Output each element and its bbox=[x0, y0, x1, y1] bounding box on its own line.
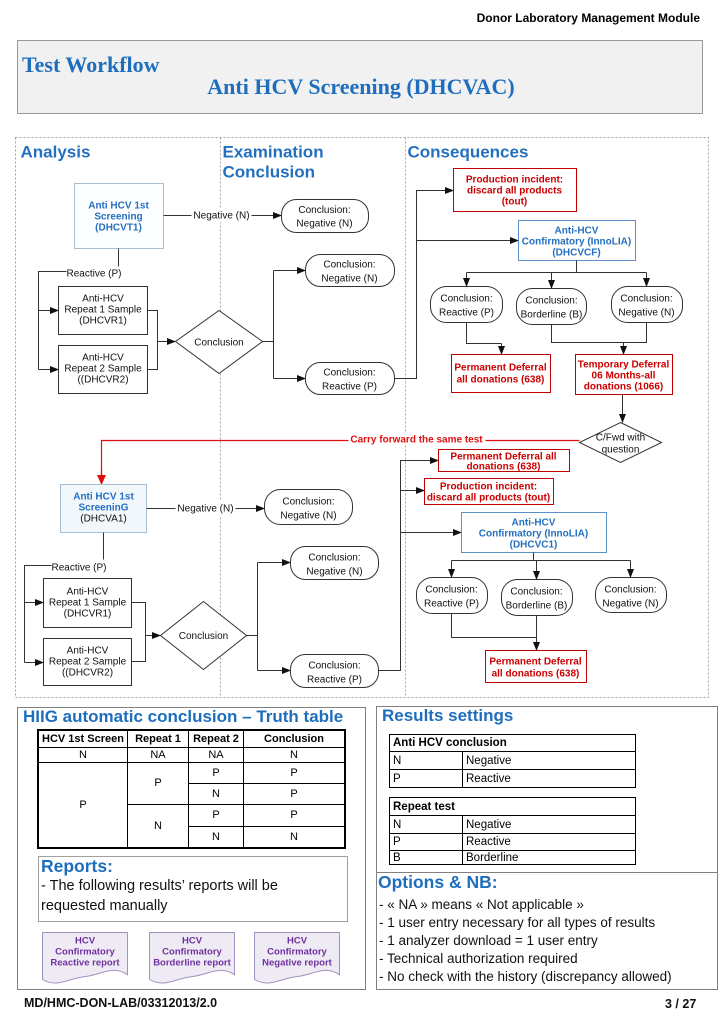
svg-text:donations (1066): donations (1066) bbox=[584, 382, 663, 393]
svg-text:all donations (638): all donations (638) bbox=[492, 669, 580, 680]
svg-text:Anti-HCV: Anti-HCV bbox=[67, 587, 109, 598]
svg-text:Negative (N): Negative (N) bbox=[280, 511, 336, 522]
svg-text:Negative (N): Negative (N) bbox=[193, 211, 249, 222]
svg-text:Conclusion:: Conclusion: bbox=[510, 587, 562, 598]
svg-text:Screening: Screening bbox=[94, 212, 142, 223]
svg-text:donations (638): donations (638) bbox=[467, 462, 541, 473]
svg-text:Temporary Deferral: Temporary Deferral bbox=[578, 360, 670, 371]
svg-text:Conclusion:: Conclusion: bbox=[440, 294, 492, 305]
svg-text:Conclusion:: Conclusion: bbox=[323, 368, 375, 379]
svg-text:Anti-HCV: Anti-HCV bbox=[555, 226, 599, 237]
svg-text:Repeat 2 Sample: Repeat 2 Sample bbox=[49, 657, 127, 668]
svg-text:Negative (N): Negative (N) bbox=[321, 274, 377, 285]
svg-text:(DHCVR1): (DHCVR1) bbox=[64, 609, 112, 620]
svg-text:Permanent Deferral all: Permanent Deferral all bbox=[450, 452, 556, 463]
svg-text:Permanent Deferral: Permanent Deferral bbox=[489, 657, 581, 668]
svg-text:Confirmatory: Confirmatory bbox=[162, 947, 222, 958]
svg-text:Repeat 2 Sample: Repeat 2 Sample bbox=[64, 364, 142, 375]
svg-text:Anti-HCV: Anti-HCV bbox=[82, 353, 124, 364]
svg-text:Analysis: Analysis bbox=[21, 143, 91, 162]
svg-text:HCV: HCV bbox=[182, 936, 203, 947]
svg-text:((DHCVR2): ((DHCVR2) bbox=[77, 375, 128, 386]
svg-text:Anti-HCV: Anti-HCV bbox=[82, 294, 124, 305]
svg-text:Permanent Deferral: Permanent Deferral bbox=[454, 363, 546, 374]
svg-text:Conclusion:: Conclusion: bbox=[308, 553, 360, 564]
svg-text:Carry forward the same test: Carry forward the same test bbox=[350, 435, 483, 446]
svg-text:Negative (N): Negative (N) bbox=[296, 219, 352, 230]
svg-text:Repeat 1 Sample: Repeat 1 Sample bbox=[49, 598, 127, 609]
svg-text:Borderline report: Borderline report bbox=[153, 958, 231, 969]
svg-text:Negative (N): Negative (N) bbox=[618, 308, 674, 319]
svg-text:Anti HCV 1st: Anti HCV 1st bbox=[73, 492, 134, 503]
svg-text:Reactive (P): Reactive (P) bbox=[439, 308, 494, 319]
svg-text:all donations (638): all donations (638) bbox=[457, 375, 545, 386]
svg-text:Anti-HCV: Anti-HCV bbox=[67, 646, 109, 657]
svg-text:Anti-HCV: Anti-HCV bbox=[512, 518, 556, 529]
svg-text:discard all products (tout): discard all products (tout) bbox=[427, 493, 550, 504]
svg-text:HCV: HCV bbox=[75, 936, 96, 947]
svg-text:Conclusion:: Conclusion: bbox=[525, 296, 577, 307]
svg-text:question: question bbox=[602, 445, 640, 456]
svg-text:(DHCVR1): (DHCVR1) bbox=[79, 316, 127, 327]
svg-text:Confirmatory (InnoLIA): Confirmatory (InnoLIA) bbox=[479, 529, 588, 540]
svg-text:HCV: HCV bbox=[287, 936, 308, 947]
svg-text:Reactive (P): Reactive (P) bbox=[424, 599, 479, 610]
svg-text:Negative (N): Negative (N) bbox=[602, 599, 658, 610]
svg-text:Production incident:: Production incident: bbox=[440, 482, 537, 493]
svg-text:Confirmatory: Confirmatory bbox=[267, 947, 327, 958]
svg-text:Borderline (B): Borderline (B) bbox=[506, 601, 568, 612]
svg-text:Negative report: Negative report bbox=[262, 958, 333, 969]
svg-text:(DHCVC1): (DHCVC1) bbox=[510, 540, 558, 551]
svg-text:Conclusion:: Conclusion: bbox=[308, 661, 360, 672]
svg-text:Borderline (B): Borderline (B) bbox=[521, 310, 583, 321]
svg-text:Confirmatory: Confirmatory bbox=[55, 947, 115, 958]
svg-text:Conclusion: Conclusion bbox=[179, 631, 228, 642]
svg-text:06 Months-all: 06 Months-all bbox=[592, 371, 656, 382]
svg-text:Confirmatory (InnoLIA): Confirmatory (InnoLIA) bbox=[522, 237, 631, 248]
svg-text:discard all products: discard all products bbox=[467, 186, 562, 197]
svg-text:Consequences: Consequences bbox=[408, 143, 529, 162]
svg-text:((DHCVR2): ((DHCVR2) bbox=[62, 668, 113, 679]
svg-text:C/Fwd with: C/Fwd with bbox=[596, 433, 645, 444]
svg-text:Conclusion:: Conclusion: bbox=[604, 585, 656, 596]
svg-text:Production incident:: Production incident: bbox=[466, 175, 563, 186]
svg-text:Reactive report: Reactive report bbox=[50, 958, 120, 969]
svg-text:Repeat 1 Sample: Repeat 1 Sample bbox=[64, 305, 142, 316]
svg-text:Conclusion: Conclusion bbox=[194, 338, 243, 349]
svg-text:Conclusion:: Conclusion: bbox=[323, 260, 375, 271]
svg-text:Examination: Examination bbox=[223, 143, 324, 162]
svg-text:(DHCVA1): (DHCVA1) bbox=[80, 514, 126, 525]
svg-text:Conclusion:: Conclusion: bbox=[282, 497, 334, 508]
svg-text:(DHCVT1): (DHCVT1) bbox=[95, 223, 142, 234]
svg-text:Reactive (P): Reactive (P) bbox=[307, 675, 362, 686]
svg-text:Anti HCV 1st: Anti HCV 1st bbox=[88, 201, 149, 212]
svg-text:(tout): (tout) bbox=[502, 197, 528, 208]
svg-text:Conclusion:: Conclusion: bbox=[298, 205, 350, 216]
svg-text:Negative (N): Negative (N) bbox=[177, 504, 233, 515]
svg-text:Reactive (P): Reactive (P) bbox=[67, 269, 122, 280]
svg-text:Reactive (P): Reactive (P) bbox=[52, 563, 107, 574]
svg-text:Reactive (P): Reactive (P) bbox=[322, 382, 377, 393]
svg-text:Conclusion:: Conclusion: bbox=[425, 585, 477, 596]
svg-text:ScreeninG: ScreeninG bbox=[78, 503, 128, 514]
svg-text:Conclusion:: Conclusion: bbox=[620, 294, 672, 305]
svg-text:Conclusion: Conclusion bbox=[223, 163, 316, 182]
svg-text:Negative (N): Negative (N) bbox=[306, 567, 362, 578]
svg-text:(DHCVCF): (DHCVCF) bbox=[552, 248, 600, 259]
